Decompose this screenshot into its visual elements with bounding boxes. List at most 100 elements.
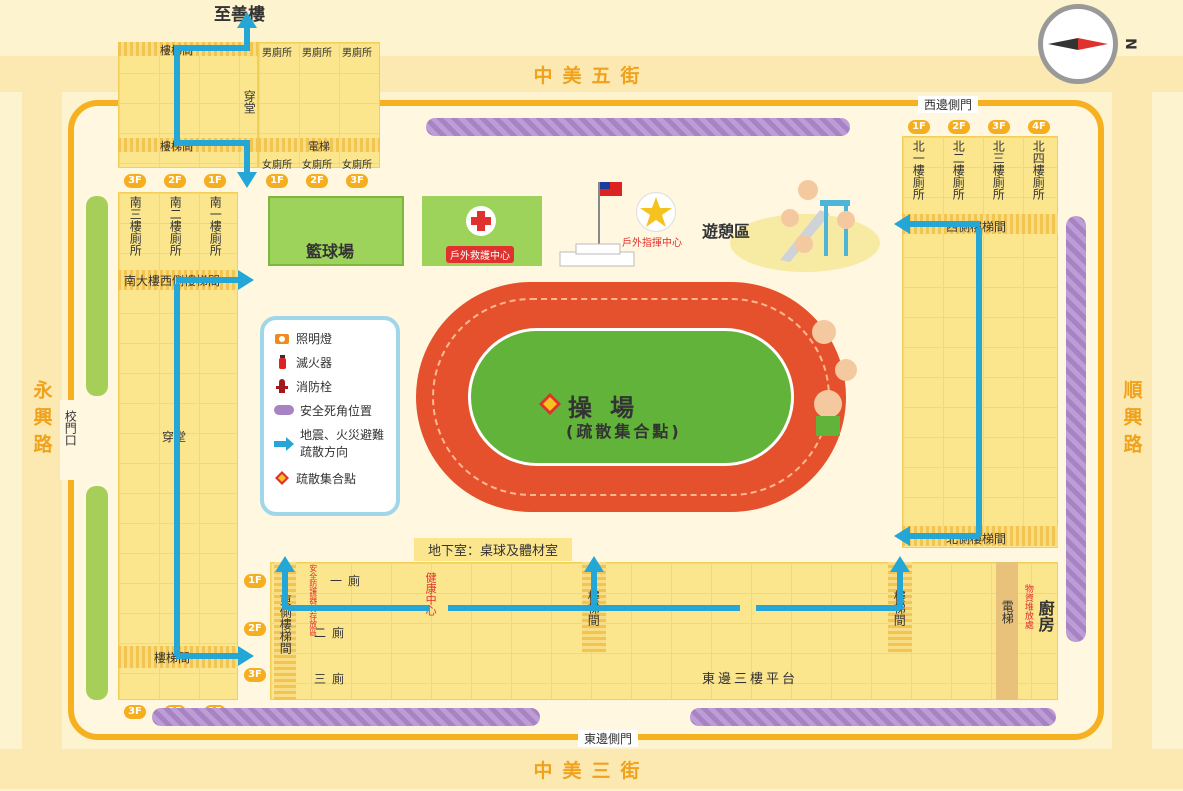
north-restroom-4: 北四樓廁所 — [1031, 140, 1046, 200]
legend-item: 消防栓 — [274, 374, 396, 398]
north-restroom-2: 北二樓廁所 — [951, 140, 966, 200]
floor-badge: 1F — [266, 174, 288, 188]
street-bottom: 中美三街 — [0, 749, 1183, 789]
top-chuantang-label: 穿堂 — [242, 90, 257, 114]
floor-badge: 3F — [124, 705, 146, 719]
floor-badge: 2F — [244, 622, 266, 636]
legend-label: 消防栓 — [296, 379, 333, 394]
legend-item: 安全死角位置 — [274, 398, 396, 422]
legend-label: 照明燈 — [296, 331, 333, 346]
floor-badge: 3F — [244, 668, 266, 682]
zhishan-building-title: 至善樓 — [214, 5, 265, 25]
mens-restroom-3: 男廁所 — [342, 48, 372, 59]
legend-panel: 照明燈 滅火器 消防栓 安全死角位置 地震、火災避難疏散方向 疏散集合點 — [260, 316, 400, 516]
east-stair-strip — [274, 562, 296, 700]
floor-badge: 2F — [164, 174, 186, 188]
route-east-horizontal-1 — [288, 605, 430, 611]
blind-spot-icon — [274, 405, 294, 415]
street-bottom-label: 中美三街 — [533, 759, 650, 782]
blind-spot-bottom-left — [152, 708, 540, 726]
legend-item: 地震、火災避難疏散方向 — [274, 422, 396, 466]
main-gate-gap — [60, 400, 82, 480]
restroom-2-label: 二廁 — [314, 626, 351, 640]
north-stair-strip — [902, 526, 1058, 546]
basketball-court — [268, 196, 404, 266]
first-aid-label: 戶外救護中心 — [446, 246, 514, 263]
west-stair-strip — [902, 214, 1058, 234]
street-top-label: 中美五街 — [533, 64, 650, 87]
children-icon — [812, 320, 857, 436]
floor-badge: 2F — [948, 120, 970, 134]
hydrant-icon — [276, 379, 288, 393]
floor-badge: 4F — [1028, 120, 1050, 134]
east-building — [270, 562, 1058, 700]
street-left: 永興路 — [22, 92, 62, 749]
command-label: 戶外指揮中心 — [622, 238, 682, 249]
legend-item: 疏散集合點 — [274, 466, 396, 490]
east-gate-label: 東邊側門 — [578, 730, 639, 747]
assembly-point-icon — [539, 393, 561, 415]
route-south-vertical — [174, 284, 180, 656]
route-east-horizontal-3 — [756, 605, 900, 611]
flag-icon — [559, 182, 635, 267]
north-restroom-1: 北一樓廁所 — [911, 140, 926, 200]
route-top-5 — [244, 140, 250, 174]
arrow-icon — [274, 437, 294, 451]
assembly-point-icon — [275, 471, 289, 485]
south-restroom-1: 南一樓廁所 — [208, 196, 223, 256]
compass-north-label: N — [1121, 38, 1138, 50]
north-building — [902, 136, 1058, 548]
route-east-up-1 — [282, 572, 288, 610]
playground-slide-icon — [780, 180, 855, 262]
street-right: 順興路 — [1112, 92, 1152, 749]
route-south-bottom — [176, 653, 240, 659]
playground-label: 遊憩區 — [702, 222, 751, 241]
arrow-left-icon — [894, 214, 910, 234]
street-right-label: 順興路 — [1120, 380, 1143, 461]
arrow-up-icon — [584, 556, 604, 572]
route-top-1 — [174, 45, 250, 51]
blind-spot-top — [426, 118, 850, 136]
restroom-3-label: 三廁 — [314, 672, 351, 686]
north-restroom-3: 北三樓廁所 — [991, 140, 1006, 200]
arrow-up-icon — [237, 12, 257, 28]
route-north-bottom — [910, 533, 980, 539]
floor-badge: 1F — [244, 574, 266, 588]
south-restroom-2: 南二樓廁所 — [168, 196, 183, 256]
first-aid-cross-icon — [466, 206, 496, 236]
restroom-1-label: 一廁 — [330, 574, 367, 588]
legend-item: 滅火器 — [274, 350, 396, 374]
route-east-up-3 — [897, 572, 903, 610]
womens-restroom-3: 女廁所 — [342, 160, 372, 171]
west-gate-label: 西邊側門 — [918, 96, 979, 113]
route-north-vertical — [976, 228, 982, 536]
mens-restroom-2: 男廁所 — [302, 48, 332, 59]
playing-field — [468, 328, 794, 466]
main-gate-label: 校門口 — [63, 410, 78, 446]
basement-label: 地下室：桌球及體材室 — [414, 538, 573, 561]
left-hedge-1 — [86, 196, 108, 396]
route-top-3 — [174, 50, 180, 142]
command-star-icon — [636, 192, 676, 232]
route-top-2 — [244, 24, 250, 50]
safety-center-label: 安全防護器材存放區 — [308, 564, 318, 636]
floor-badge: 3F — [988, 120, 1010, 134]
arrow-down-icon — [237, 172, 257, 188]
floor-badge: 3F — [124, 174, 146, 188]
legend-label: 疏散集合點 — [296, 471, 357, 486]
extinguisher-icon — [279, 355, 286, 369]
route-south-top — [176, 277, 240, 283]
floor-badge: 1F — [204, 174, 226, 188]
route-north-top — [910, 221, 980, 227]
street-left-label: 永興路 — [30, 380, 53, 461]
womens-restroom-2: 女廁所 — [302, 160, 332, 171]
compass-needle-icon — [1048, 38, 1108, 50]
arrow-up-icon — [275, 556, 295, 572]
arrow-right-icon — [238, 646, 254, 666]
kitchen-note-label: 物資堆放處 — [1022, 584, 1033, 629]
field-label: 操場 — [568, 394, 652, 422]
blind-spot-bottom-right — [690, 708, 1056, 726]
south-restroom-3: 南三樓廁所 — [128, 196, 143, 256]
arrow-right-icon — [238, 270, 254, 290]
legend-label: 滅火器 — [296, 355, 333, 370]
